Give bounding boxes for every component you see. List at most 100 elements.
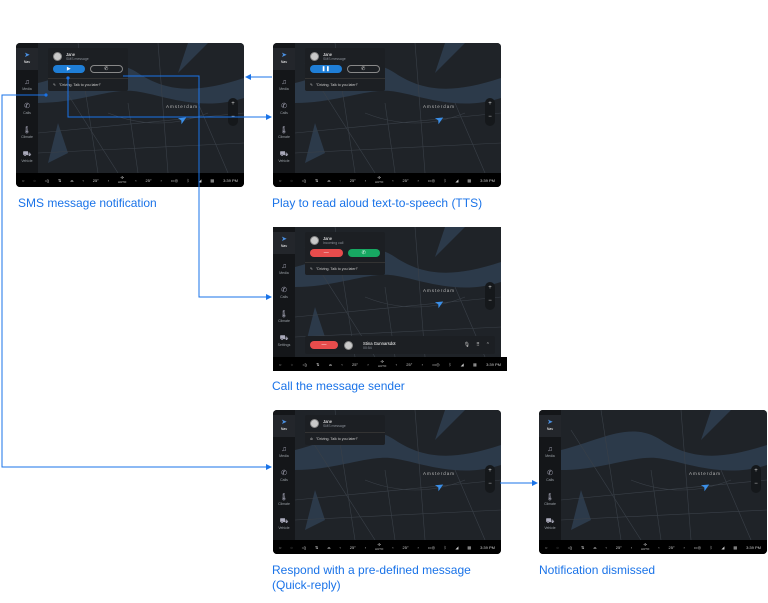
zoom-in-button[interactable]: + [488,101,492,107]
seat-heat-icon[interactable]: ▭◎ [170,177,179,183]
chevron-up-icon[interactable]: ⌃ [485,342,490,348]
sidebar-item-2[interactable]: ✆Calls [273,99,295,121]
sidebar-item-0[interactable]: ➤Nav [539,415,561,437]
defrost-icon[interactable]: ⌓ [593,544,597,550]
defrost-icon[interactable]: ⌓ [70,177,74,183]
fan-button[interactable]: ✣AUTO [118,175,127,185]
sidebar-item-0[interactable]: ➤Nav [273,232,295,254]
call-button[interactable]: ✆ [89,65,123,73]
grid-icon[interactable]: ▦ [467,544,472,550]
pause-button[interactable]: ❚❚ [310,65,342,73]
sidebar-item-0[interactable]: ➤Nav [273,415,295,437]
sidebar-item-1[interactable]: ♫Media [273,75,295,97]
settings-icon[interactable]: ⇅ [315,544,319,550]
volume-icon[interactable]: ◁) [301,177,307,183]
seat-heat-icon[interactable]: ▭◎ [427,544,436,550]
zoom-in-button[interactable]: + [488,468,492,474]
temp-up-right[interactable]: › [160,177,162,183]
volume-icon[interactable]: ◁) [44,177,50,183]
temp-down-right[interactable]: ‹ [392,177,394,183]
temp-down-right[interactable]: ‹ [135,177,137,183]
mic-icon[interactable]: 🎙 [463,342,471,348]
grid-icon[interactable]: ▦ [467,177,472,183]
seat-heat-icon[interactable]: ▭◎ [427,177,436,183]
sidebar-item-4[interactable]: ⛟Vehicle [539,514,561,536]
zoom-in-button[interactable]: + [754,468,758,474]
quick-reply-button[interactable]: ✎"Driving. Talk to you later!" [305,78,385,91]
zoom-out-button[interactable]: − [754,481,758,487]
defrost-icon[interactable]: ⌓ [327,177,331,183]
keypad-icon[interactable]: ⠿ [476,342,480,348]
zoom-out-button[interactable]: − [488,114,492,120]
home-icon[interactable]: ○ [545,544,548,550]
call-button[interactable]: ✆ [346,65,380,73]
temp-up-right[interactable]: › [683,544,685,550]
zoom-out-button[interactable]: − [488,481,492,487]
home-icon[interactable]: ○ [22,177,25,183]
settings-icon[interactable]: ⇅ [316,361,320,367]
assistant-icon[interactable]: ◌ [290,177,293,183]
sidebar-item-3[interactable]: 🌡Climate [273,123,295,145]
sidebar-item-4[interactable]: ⛟Vehicle [273,514,295,536]
settings-icon[interactable]: ⇅ [581,544,585,550]
sidebar-item-3[interactable]: 🌡Climate [273,490,295,512]
sidebar-item-3[interactable]: 🌡Climate [539,490,561,512]
temp-down-right[interactable]: ‹ [395,361,397,367]
temp-up-left[interactable]: › [630,544,633,550]
settings-icon[interactable]: ⇅ [58,177,62,183]
home-icon[interactable]: ○ [279,177,282,183]
sidebar-item-0[interactable]: ➤Nav [16,48,38,70]
temp-up-left[interactable]: › [367,361,369,367]
quick-reply-button[interactable]: ✎"Driving. Talk to you later!" [305,262,385,275]
sidebar-item-3[interactable]: 🌡Climate [273,307,295,329]
temp-up-left[interactable]: › [364,177,367,183]
sidebar-item-1[interactable]: ♫Media [16,75,38,97]
fan-button[interactable]: ✣AUTO [375,542,384,552]
seat-heat-icon[interactable]: ▭◎ [432,361,440,367]
volume-icon[interactable]: ◁) [567,544,573,550]
grid-icon[interactable]: ▦ [473,361,477,367]
quick-reply-button[interactable]: ⊘"Driving. Talk to you later!" [305,432,385,445]
sidebar-item-3[interactable]: 🌡Climate [16,123,38,145]
zoom-in-button[interactable]: + [231,101,235,107]
sidebar-item-4[interactable]: ⛟Vehicle [273,147,295,169]
temp-up-right[interactable]: › [421,361,423,367]
sidebar-item-1[interactable]: ♫Media [273,259,295,281]
zoom-in-button[interactable]: + [488,285,492,291]
temp-down-left[interactable]: ‹ [341,361,343,367]
assistant-icon[interactable]: ◌ [556,544,559,550]
decline-button[interactable]: ― [310,249,343,257]
assistant-icon[interactable]: ◌ [290,361,294,367]
home-icon[interactable]: ○ [279,544,282,550]
home-icon[interactable]: ○ [279,361,282,367]
assistant-icon[interactable]: ◌ [33,177,36,183]
sidebar-item-2[interactable]: ✆Calls [273,466,295,488]
fan-button[interactable]: ✣AUTO [375,175,384,185]
defrost-icon[interactable]: ⌓ [328,361,333,367]
fan-button[interactable]: ✣AUTO [378,359,387,369]
temp-up-left[interactable]: › [364,544,367,550]
grid-icon[interactable]: ▦ [733,544,738,550]
settings-icon[interactable]: ⇅ [315,177,319,183]
sidebar-item-2[interactable]: ✆Calls [273,283,295,305]
sidebar-item-1[interactable]: ♫Media [539,442,561,464]
temp-down-left[interactable]: ‹ [339,177,341,183]
volume-icon[interactable]: ◁) [301,544,307,550]
defrost-icon[interactable]: ⌓ [327,544,331,550]
hang-up-button[interactable]: ― [310,341,338,349]
sidebar-item-2[interactable]: ✆Calls [539,466,561,488]
grid-icon[interactable]: ▦ [210,177,215,183]
temp-up-right[interactable]: › [417,177,419,183]
accept-button[interactable]: ✆ [347,249,380,257]
temp-down-right[interactable]: ‹ [392,544,394,550]
map[interactable]: Amsterdam➤+− [561,410,767,540]
sidebar-item-4[interactable]: ⛟Settings [273,331,295,353]
temp-down-left[interactable]: ‹ [339,544,341,550]
sidebar-item-1[interactable]: ♫Media [273,442,295,464]
assistant-icon[interactable]: ◌ [290,544,293,550]
temp-up-right[interactable]: › [417,544,419,550]
sidebar-item-2[interactable]: ✆Calls [16,99,38,121]
quick-reply-button[interactable]: ✎"Driving. Talk to you later!" [48,78,128,91]
play-button[interactable]: ▶ [53,65,85,73]
sidebar-item-0[interactable]: ➤Nav [273,48,295,70]
